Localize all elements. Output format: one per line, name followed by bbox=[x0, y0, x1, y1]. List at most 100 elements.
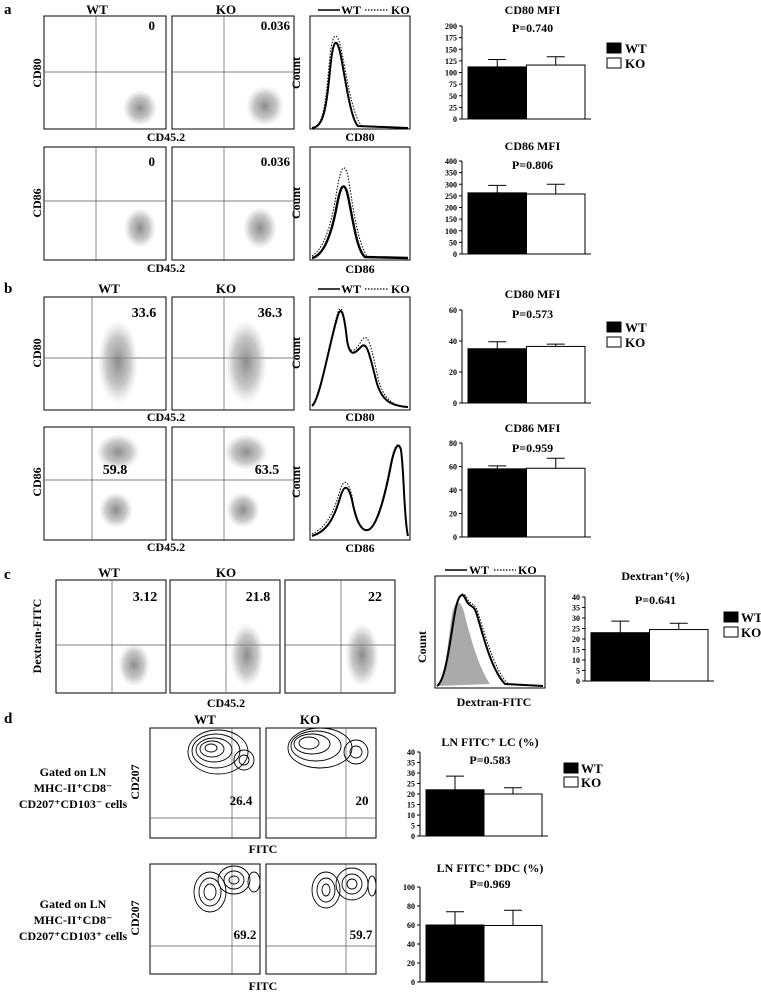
y-tick-label: 60 bbox=[449, 463, 457, 472]
y-tick-label: 10 bbox=[407, 811, 415, 820]
y-tick-label: 100 bbox=[403, 883, 415, 892]
y-tick-label: 0 bbox=[453, 399, 457, 408]
y-tick-label: 40 bbox=[407, 940, 415, 949]
bar-wt bbox=[425, 924, 485, 983]
b2-ko-value: 63.5 bbox=[255, 463, 280, 478]
y-tick-label: 20 bbox=[572, 635, 580, 644]
c-ko1-value: 21.8 bbox=[246, 590, 271, 605]
b2-ko-dotplot bbox=[171, 426, 295, 541]
d2-ylabel: CD207 bbox=[128, 900, 142, 935]
y-tick-label: 0 bbox=[453, 533, 457, 542]
y-tick-label: 25 bbox=[449, 103, 457, 112]
y-tick-label: 40 bbox=[449, 486, 457, 495]
b-barlegend-ko: KO bbox=[625, 335, 645, 350]
y-tick-label: 40 bbox=[572, 593, 580, 602]
y-tick-label: 35 bbox=[407, 759, 415, 768]
chart-pvalue: P=0.806 bbox=[512, 158, 553, 172]
b-header-ko: KO bbox=[216, 281, 236, 296]
bar-ko bbox=[526, 64, 586, 120]
a1-xlabel: CD45.2 bbox=[147, 130, 185, 144]
a1-hist-xlabel: CD80 bbox=[345, 130, 374, 144]
b-header-wt: WT bbox=[98, 281, 120, 296]
bar-ko bbox=[483, 793, 543, 837]
y-tick-label: 35 bbox=[572, 604, 580, 613]
b1-xlabel: CD45.2 bbox=[147, 410, 185, 424]
panel-letter-c: c bbox=[4, 567, 11, 583]
c-legend-wt: WT bbox=[469, 563, 489, 577]
y-tick-label: 200 bbox=[445, 22, 457, 31]
d-header-wt: WT bbox=[194, 712, 216, 727]
y-tick-label: 25 bbox=[572, 625, 580, 634]
y-tick-label: 0 bbox=[576, 677, 580, 686]
d-bar-legend: WT KO bbox=[563, 761, 603, 790]
y-tick-label: 350 bbox=[445, 169, 457, 178]
d1-xlabel: FITC bbox=[249, 842, 278, 856]
a1-ko-value: 0.036 bbox=[261, 18, 291, 33]
y-tick-label: 150 bbox=[445, 45, 457, 54]
d2-ko-contour bbox=[265, 863, 377, 975]
bar-ko bbox=[526, 345, 586, 404]
a-histogram-legend: WT KO bbox=[318, 3, 410, 17]
y-tick-label: 80 bbox=[407, 902, 415, 911]
y-tick-label: 15 bbox=[572, 646, 580, 655]
y-tick-label: 80 bbox=[449, 439, 457, 448]
y-tick-label: 100 bbox=[445, 227, 457, 236]
a-barlegend-wt: WT bbox=[625, 41, 647, 56]
a2-xlabel: CD45.2 bbox=[147, 261, 185, 275]
c-xlabel: CD45.2 bbox=[207, 696, 245, 710]
c-wt-dotplot bbox=[55, 579, 167, 694]
a2-hist-ylabel: Count bbox=[289, 187, 303, 219]
a-header-wt: WT bbox=[86, 2, 108, 17]
bar-ko bbox=[649, 629, 709, 682]
panel-letter-d: d bbox=[4, 711, 13, 727]
a1-hist-ylabel: Count bbox=[289, 57, 303, 89]
d2-wt-value: 69.2 bbox=[234, 927, 257, 942]
b2-wt-dotplot bbox=[43, 426, 167, 541]
y-tick-label: 20 bbox=[449, 510, 457, 519]
b2-xlabel: CD45.2 bbox=[147, 540, 185, 554]
y-tick-label: 0 bbox=[411, 978, 415, 987]
b1-hist-xlabel: CD80 bbox=[345, 410, 374, 424]
y-tick-label: 30 bbox=[407, 769, 415, 778]
bar-ko bbox=[526, 467, 586, 538]
y-tick-label: 15 bbox=[407, 801, 415, 810]
d2-gate-line1: Gated on LN bbox=[40, 897, 107, 911]
b-barlegend-wt: WT bbox=[625, 320, 647, 335]
bar-wt bbox=[467, 468, 527, 538]
b2-histogram bbox=[309, 426, 411, 541]
b2-hist-ylabel: Count bbox=[289, 466, 303, 498]
y-tick-label: 100 bbox=[445, 69, 457, 78]
d2-xlabel: FITC bbox=[249, 979, 278, 993]
a-legend-wt: WT bbox=[341, 3, 361, 17]
chart-pvalue: P=0.959 bbox=[512, 441, 553, 455]
d1-gate-line1: Gated on LN bbox=[40, 765, 107, 779]
d1-gate-line3: CD207⁺CD103⁻ cells bbox=[19, 797, 128, 811]
b-legend-ko: KO bbox=[391, 282, 410, 296]
c-header-ko: KO bbox=[216, 565, 236, 580]
c-hist-ylabel: Count bbox=[415, 631, 429, 663]
c-ylabel: Dextran-FITC bbox=[30, 599, 44, 674]
d-barlegend-ko: KO bbox=[581, 775, 601, 790]
chart-title: Dextran⁺(%) bbox=[621, 569, 689, 583]
y-tick-label: 0 bbox=[453, 115, 457, 124]
y-tick-label: 300 bbox=[445, 180, 457, 189]
b-legend-wt: WT bbox=[341, 282, 361, 296]
b1-hist-ylabel: Count bbox=[289, 337, 303, 369]
y-tick-label: 30 bbox=[572, 614, 580, 623]
chart-title: CD80 MFI bbox=[505, 287, 561, 301]
y-tick-label: 40 bbox=[407, 748, 415, 757]
c-histogram bbox=[434, 575, 546, 689]
b2-ylabel: CD86 bbox=[30, 467, 44, 496]
d1-wt-contour bbox=[149, 727, 261, 839]
chart-title: CD86 MFI bbox=[505, 139, 561, 153]
a1-wt-value: 0 bbox=[149, 18, 156, 33]
y-tick-label: 20 bbox=[407, 790, 415, 799]
y-tick-label: 5 bbox=[576, 667, 580, 676]
d2-gate-line3: CD207⁺CD103⁺ cells bbox=[19, 929, 128, 943]
d2-ko-value: 59.7 bbox=[350, 927, 373, 942]
chart-pvalue: P=0.583 bbox=[469, 753, 510, 767]
